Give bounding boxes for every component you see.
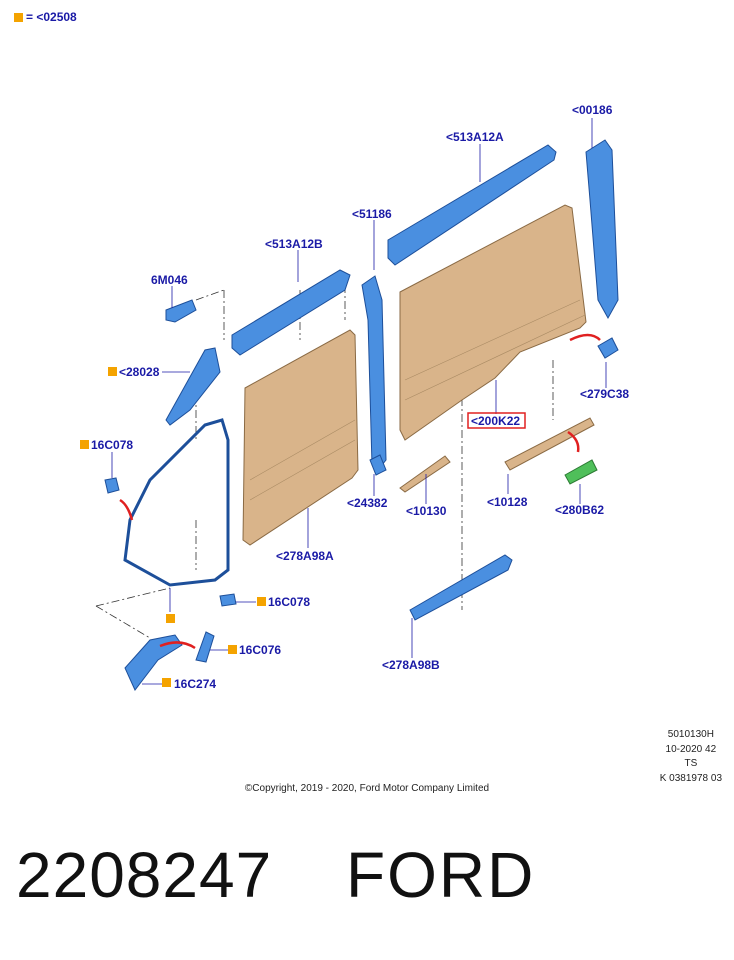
callout-278a98b[interactable]: <278A98B bbox=[382, 658, 440, 672]
meta-line-1: 5010130H bbox=[667, 729, 714, 740]
callout-24382[interactable]: <24382 bbox=[347, 496, 388, 510]
front-door-frame bbox=[123, 418, 230, 587]
bracket-279c38 bbox=[597, 337, 619, 359]
meta-line-2: 10-2020 42 bbox=[665, 743, 717, 755]
part-number: 2208247 bbox=[16, 839, 273, 911]
callout-513a12a[interactable]: <513A12A bbox=[446, 130, 504, 144]
panel-creases bbox=[249, 299, 586, 501]
callout-513a12b[interactable]: <513A12B bbox=[265, 237, 323, 251]
roof-rail-rear bbox=[387, 144, 557, 266]
drawing-metadata: 5010130H 10-2020 42 TS K 0381978 03 bbox=[660, 728, 722, 786]
bracket-16c078-upper bbox=[104, 477, 120, 494]
callout-279c38[interactable]: <279C38 bbox=[580, 387, 629, 401]
a-pillar-trim bbox=[165, 347, 221, 426]
green-bracket-280b62 bbox=[564, 459, 598, 485]
callout-51186[interactable]: <51186 bbox=[352, 207, 392, 221]
reinforcement-10128 bbox=[504, 417, 595, 471]
rocker-panel bbox=[409, 554, 513, 621]
meta-line-3: TS bbox=[684, 758, 698, 769]
leader-lines bbox=[111, 118, 607, 685]
wheel-arch-bracket bbox=[124, 634, 183, 691]
rear-pillar bbox=[585, 139, 619, 320]
callout-10128[interactable]: <10128 bbox=[487, 495, 528, 509]
rear-side-panel bbox=[399, 204, 587, 441]
copyright: ©Copyright, 2019 - 2020, Ford Motor Comp… bbox=[244, 783, 490, 794]
meta-line-4: K 0381978 03 bbox=[659, 772, 722, 784]
orange-markers bbox=[80, 367, 266, 687]
bracket-16c076 bbox=[195, 631, 215, 663]
callout-28028[interactable]: <28028 bbox=[119, 365, 160, 379]
callout-00186[interactable]: <00186 bbox=[572, 103, 613, 117]
highlight-box-200k22 bbox=[467, 412, 526, 429]
callout-16c078-lower[interactable]: 16C078 bbox=[268, 595, 310, 609]
bracket-6m046 bbox=[165, 299, 197, 323]
center-pillar bbox=[361, 275, 387, 471]
callout-10130[interactable]: <10130 bbox=[406, 504, 447, 518]
reinforcement-24382 bbox=[369, 454, 387, 476]
callout-280b62[interactable]: <280B62 bbox=[555, 503, 604, 517]
red-arrows bbox=[119, 333, 601, 650]
front-side-panel bbox=[242, 329, 359, 546]
callout-16c078-upper[interactable]: 16C078 bbox=[91, 438, 133, 452]
brand-name: FORD bbox=[346, 839, 536, 911]
bracket-16c078-lower bbox=[219, 593, 237, 607]
legend: = <02508 bbox=[14, 10, 77, 24]
callout-200k22[interactable]: <200K22 bbox=[471, 414, 520, 428]
callout-278a98a[interactable]: <278A98A bbox=[276, 549, 334, 563]
callout-6m046[interactable]: 6M046 bbox=[151, 273, 188, 287]
callout-16c076[interactable]: 16C076 bbox=[239, 643, 281, 657]
callout-16c274[interactable]: 16C274 bbox=[174, 677, 216, 691]
legend-marker bbox=[14, 13, 23, 22]
legend-text: = <02508 bbox=[26, 10, 77, 24]
reinforcement-10130 bbox=[399, 455, 451, 493]
roof-rail-front bbox=[231, 269, 351, 356]
